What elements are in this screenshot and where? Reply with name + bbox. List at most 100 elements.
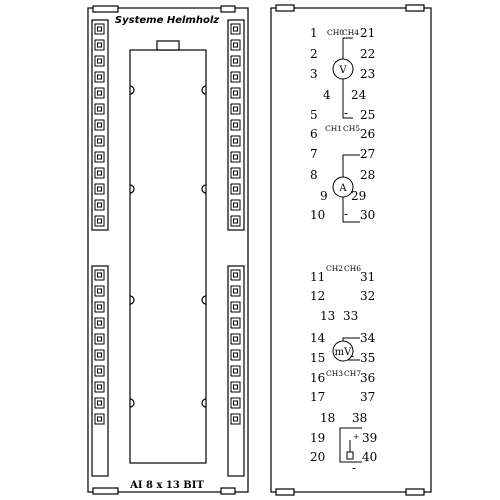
ammeter-symbol: A	[338, 183, 347, 194]
terminal-screw-head	[233, 304, 238, 310]
wiring-tab-top-right	[405, 4, 425, 12]
channel-label-ch5: CH5	[343, 124, 360, 133]
terminal-screw	[230, 301, 241, 313]
pin-number: 26	[360, 127, 375, 141]
pin-number: 19	[310, 431, 325, 445]
terminal-screw-head	[97, 42, 102, 48]
terminal-screw-head	[97, 58, 102, 64]
pin-number: 34	[360, 331, 376, 345]
left-terminal-strip-top	[91, 19, 109, 231]
terminal-screw-head	[97, 26, 102, 32]
terminal-screw-head	[233, 154, 238, 160]
wiring-tab-top-left	[275, 4, 295, 12]
millivoltmeter-symbol: mV	[335, 347, 352, 358]
pin-number: 25	[360, 108, 375, 122]
terminal-screw-head	[233, 106, 238, 112]
terminal-screw	[230, 215, 241, 227]
model-label: AI 8 x 13 BIT	[129, 480, 204, 491]
terminal-screw-head	[233, 416, 238, 422]
terminal-screw	[230, 87, 241, 99]
terminal-screw-head	[233, 320, 238, 326]
terminal-screw-head	[97, 122, 102, 128]
terminal-screw	[230, 183, 241, 195]
plus-mark: +	[353, 432, 359, 441]
label-window	[129, 49, 207, 464]
pin-number: 28	[360, 168, 375, 182]
notch-right-4	[201, 398, 207, 408]
terminal-screw-head	[97, 186, 102, 192]
pin-number: 33	[343, 309, 358, 323]
right-terminal-strip-top	[227, 19, 245, 231]
minus-mark-1: -	[344, 106, 348, 120]
terminal-screw-head	[97, 106, 102, 112]
pin-number: 6	[310, 127, 318, 141]
terminal-screw	[94, 103, 105, 115]
terminal-screw	[230, 269, 241, 281]
terminal-screw-head	[233, 122, 238, 128]
terminal-screw-head	[97, 90, 102, 96]
pin-number: 1	[310, 26, 318, 40]
shunt-wire	[339, 427, 362, 463]
panel-outline	[87, 7, 249, 493]
channel-label-ch1: CH1	[325, 124, 342, 133]
shunt-resistor	[346, 451, 354, 460]
right-terminal-strip-bottom	[227, 265, 245, 477]
terminal-screw-head	[233, 288, 238, 294]
pin-number: 13	[320, 309, 335, 323]
terminal-screw	[94, 413, 105, 425]
terminal-screw	[94, 23, 105, 35]
front-panel	[87, 5, 249, 495]
terminal-screw	[94, 215, 105, 227]
pin-number: 18	[320, 411, 335, 425]
terminal-screw	[94, 167, 105, 179]
terminal-screw-head	[233, 26, 238, 32]
terminal-screw-head	[97, 368, 102, 374]
channel-label-ch7: CH7	[344, 369, 361, 378]
pin-number: 37	[360, 390, 375, 404]
terminal-screw	[230, 381, 241, 393]
terminal-screw	[94, 301, 105, 313]
terminal-screw	[94, 39, 105, 51]
panel-top-tab-left	[92, 5, 119, 13]
terminal-screw	[230, 317, 241, 329]
pin-number: 22	[360, 47, 375, 61]
terminal-screw-head	[97, 288, 102, 294]
pin-number: 38	[352, 411, 367, 425]
pin-number: 9	[320, 189, 328, 203]
notch-left-3	[129, 295, 135, 305]
wiring-panel-outline	[270, 7, 432, 493]
terminal-screw-head	[233, 202, 238, 208]
notch-right-1	[201, 85, 207, 95]
channel-label-ch3: CH3	[326, 369, 343, 378]
pin-number: 16	[310, 371, 325, 385]
terminal-screw	[94, 365, 105, 377]
terminal-screw-head	[233, 218, 238, 224]
terminal-screw	[94, 349, 105, 361]
terminal-screw-head	[233, 90, 238, 96]
terminal-screw	[94, 381, 105, 393]
terminal-screw-head	[233, 74, 238, 80]
terminal-screw	[230, 55, 241, 67]
wiring-panel	[270, 4, 432, 496]
wiring-tab-bottom-left	[275, 488, 295, 496]
terminal-screw	[230, 119, 241, 131]
voltmeter-circle	[332, 58, 354, 80]
pin-number: 7	[310, 147, 318, 161]
terminal-screw	[230, 413, 241, 425]
terminal-screw	[94, 199, 105, 211]
pin-number: 39	[362, 431, 377, 445]
channel-label-ch0: CH0	[327, 28, 344, 37]
terminal-screw	[94, 333, 105, 345]
terminal-screw-head	[97, 336, 102, 342]
terminal-screw	[230, 333, 241, 345]
minus-mark-4: -	[352, 461, 356, 475]
pin-number: 24	[351, 88, 367, 102]
pin-number: 3	[310, 67, 318, 81]
terminal-screw-head	[97, 352, 102, 358]
terminal-screw-head	[97, 202, 102, 208]
pin-number: 30	[360, 208, 375, 222]
terminal-screw-head	[233, 352, 238, 358]
terminal-screw	[94, 55, 105, 67]
terminal-screw-head	[233, 42, 238, 48]
